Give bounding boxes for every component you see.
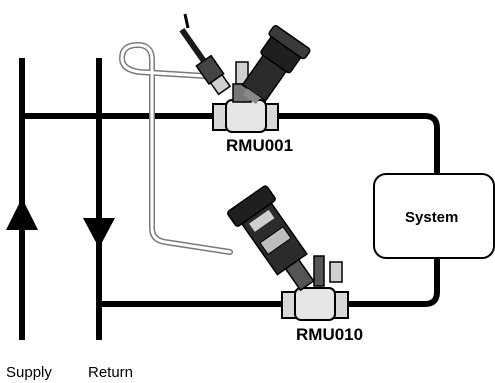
return-loop-pipe [99, 258, 440, 307]
supply-loop-pipe [22, 113, 440, 178]
valve-rmu010-label: RMU010 [296, 325, 363, 344]
valve-rmu001-icon [179, 13, 311, 133]
system-label: System [405, 209, 458, 226]
valve-rmu001-label: RMU001 [226, 136, 293, 155]
return-flow-arrow-icon [83, 218, 115, 248]
supply-flow-arrow-icon [6, 198, 38, 230]
valve-rmu010-icon [227, 185, 349, 321]
return-label: Return [88, 364, 133, 381]
supply-label: Supply [6, 364, 52, 381]
system-box [373, 173, 495, 259]
